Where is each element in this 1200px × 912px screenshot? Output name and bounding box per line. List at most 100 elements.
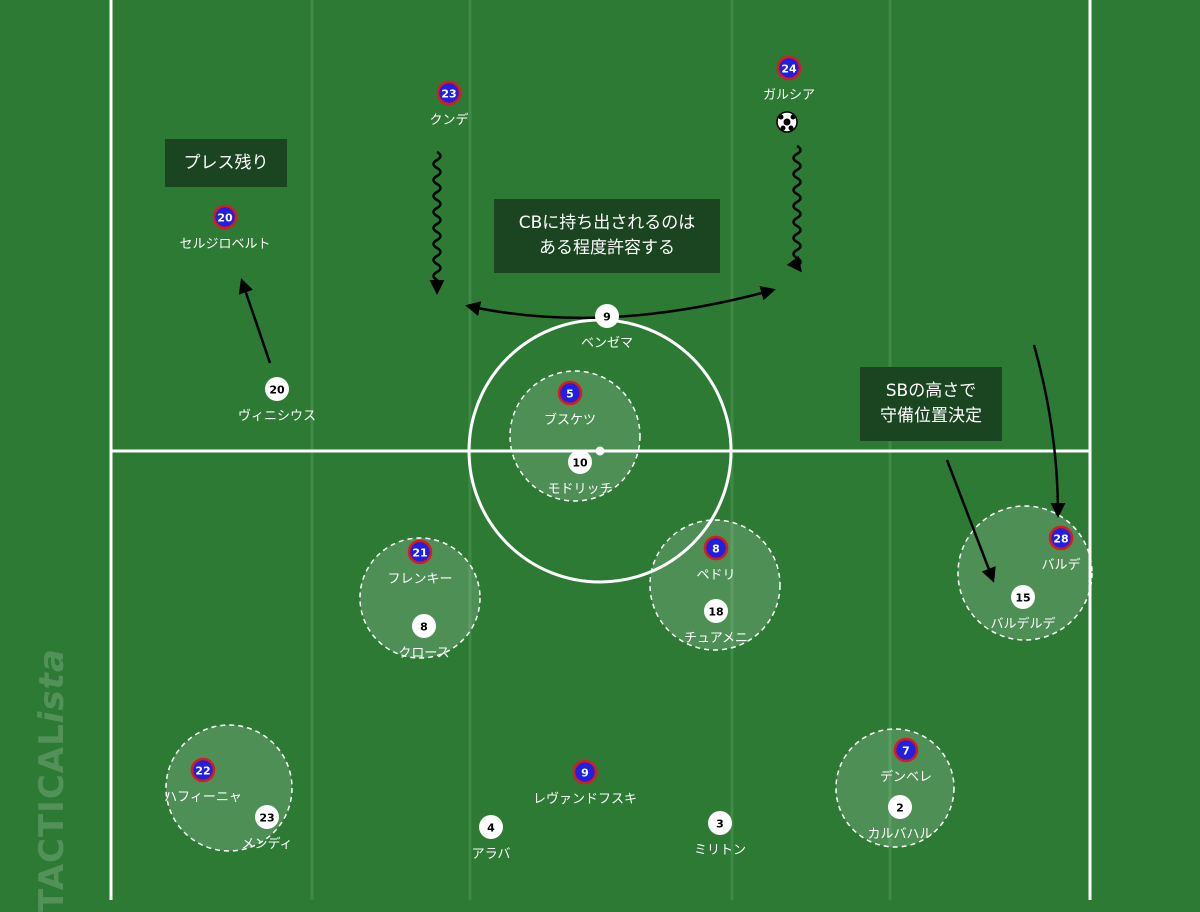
arrow-balde xyxy=(1032,344,1066,518)
away-player-9: 7 デンベレ xyxy=(880,737,932,785)
player-marker xyxy=(888,795,912,819)
wavy-arrow-kounde xyxy=(429,150,445,295)
home-player-7: 4 アラバ xyxy=(472,815,511,862)
player-marker xyxy=(412,614,436,638)
player-marker xyxy=(190,757,216,783)
zone-right-mid xyxy=(649,519,781,651)
player-name: ハフィーニャ xyxy=(164,790,242,805)
watermark-main: TACTICAL xyxy=(32,723,72,912)
away-player-6: 28 バルデ xyxy=(1041,525,1081,573)
wavy-arrow-garcia xyxy=(786,144,802,273)
player-marker xyxy=(1011,585,1035,609)
away-player-5: 8 ペドリ xyxy=(696,535,736,583)
soccer-ball-icon xyxy=(776,111,798,133)
player-name: カルバハル xyxy=(867,827,932,842)
player-number: 2 xyxy=(896,802,904,815)
away-player-3: 5 ブスケツ xyxy=(544,380,596,428)
player-name: フレンキー xyxy=(387,572,452,587)
home-player-6: 23 メンディ xyxy=(241,805,293,852)
home-player-5: 15 バルデルデ xyxy=(990,585,1056,632)
player-marker xyxy=(1048,525,1074,551)
player-name: アラバ xyxy=(472,847,511,862)
pitch-markings xyxy=(109,0,1092,900)
player-number: 10 xyxy=(572,457,588,470)
home-player-1: 20 ヴィニシウス xyxy=(238,377,316,424)
player-number: 8 xyxy=(712,543,720,556)
away-player-8: 9 レヴァンドフスキ xyxy=(533,759,637,807)
players-layer: 23クンデ24ガルシア20セルジロベルト5ブスケツ21フレンキー8ペドリ28バル… xyxy=(164,55,1081,862)
home-player-3: 8 クロース xyxy=(398,614,450,661)
home-player-8: 3 ミリトン xyxy=(694,811,746,858)
player-marker xyxy=(557,380,583,406)
caption-sb-height: SBの高さで 守備位置決定 xyxy=(860,367,1002,441)
player-number: 3 xyxy=(716,818,724,831)
player-number: 15 xyxy=(1015,592,1030,605)
player-marker xyxy=(568,450,592,474)
double-arrow-benzema xyxy=(465,285,776,320)
player-number: 18 xyxy=(708,606,723,619)
player-marker xyxy=(212,204,238,230)
player-marker xyxy=(407,539,433,565)
player-marker xyxy=(265,377,289,401)
zone-left-back xyxy=(165,724,293,852)
away-player-7: 22 ハフィーニャ xyxy=(164,757,242,805)
player-name: デンベレ xyxy=(880,769,932,785)
arrow-sb-valverde xyxy=(945,459,996,583)
arrow-vinicius xyxy=(238,278,272,364)
player-name: チュアメニ xyxy=(684,631,748,646)
player-number: 4 xyxy=(487,822,495,835)
player-marker xyxy=(255,805,279,829)
zone-center xyxy=(509,370,641,502)
player-number: 24 xyxy=(781,63,797,76)
player-name: ヴィニシウス xyxy=(238,408,316,424)
player-number: 5 xyxy=(566,388,574,401)
player-number: 8 xyxy=(420,621,428,634)
watermark-logo: TACTICALista xyxy=(32,648,72,912)
player-name: モドリッチ xyxy=(547,482,612,497)
player-marker xyxy=(479,815,503,839)
player-number: 20 xyxy=(269,384,285,397)
player-marker xyxy=(595,304,619,328)
player-number: 28 xyxy=(1053,533,1068,546)
player-name: ブスケツ xyxy=(544,412,596,428)
player-name: ペドリ xyxy=(696,568,735,583)
player-name: バルデルデ xyxy=(990,616,1055,632)
caption-cb-carry: CBに持ち出されるのは ある程度許容する xyxy=(494,199,720,273)
player-number: 20 xyxy=(217,212,233,225)
player-number: 7 xyxy=(902,745,910,758)
player-number: 21 xyxy=(412,547,427,560)
center-spot xyxy=(595,446,605,456)
away-player-2: 20 セルジロベルト xyxy=(179,204,271,252)
player-name: クロース xyxy=(398,646,449,661)
player-name: レヴァンドフスキ xyxy=(533,791,637,807)
player-number: 9 xyxy=(581,767,589,780)
player-number: 23 xyxy=(259,812,274,825)
player-marker xyxy=(572,759,598,785)
home-player-9: 2 カルバハル xyxy=(867,795,933,842)
player-name: ミリトン xyxy=(694,843,746,858)
player-number: 23 xyxy=(441,88,456,101)
player-marker xyxy=(436,80,462,106)
player-name: セルジロベルト xyxy=(179,237,270,252)
player-name: ガルシア xyxy=(763,88,815,103)
zone-left-mid xyxy=(359,537,481,659)
player-name: バルデ xyxy=(1041,557,1080,573)
player-marker xyxy=(708,811,732,835)
player-name: ベンゼマ xyxy=(581,336,633,351)
home-player-4: 18 チュアメニ xyxy=(684,599,748,646)
player-number: 9 xyxy=(603,311,611,324)
away-player-1: 24 ガルシア xyxy=(763,55,815,103)
away-player-4: 21 フレンキー xyxy=(387,539,453,587)
player-marker xyxy=(704,599,728,623)
zone-right-back xyxy=(835,728,955,848)
player-number: 22 xyxy=(195,765,210,778)
player-marker xyxy=(776,55,802,81)
home-player-0: 9 ベンゼマ xyxy=(581,304,633,351)
player-marker xyxy=(893,737,919,763)
watermark-italic: ista xyxy=(32,648,72,724)
player-name: メンディ xyxy=(241,836,292,852)
coverage-zones xyxy=(165,370,1093,852)
caption-press-remain: プレス残り xyxy=(165,139,287,187)
